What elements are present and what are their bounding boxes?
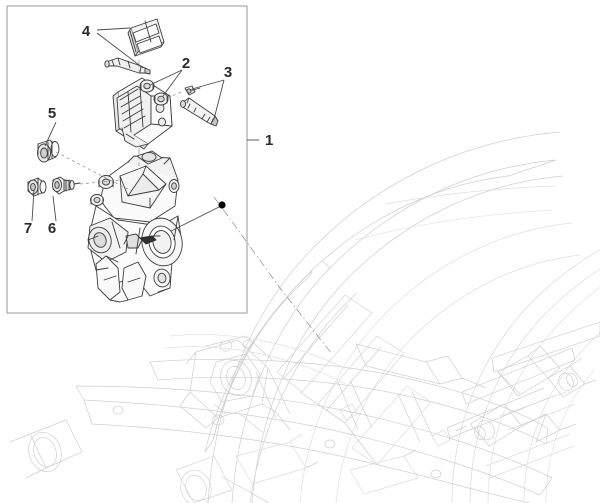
callout-label-1: 1 — [265, 132, 273, 149]
caliper-body-marker — [170, 201, 226, 232]
detail-box — [6, 5, 248, 314]
leader-7 — [31, 189, 35, 222]
callout-label-6: 6 — [48, 220, 56, 237]
part-pad-carrier-bracket — [112, 77, 173, 150]
leader-2b — [162, 69, 183, 97]
assembly-projection-guide — [213, 196, 333, 355]
leader-2a — [149, 69, 183, 86]
callout-label-7: 7 — [24, 220, 32, 237]
part-caliper-body — [87, 150, 183, 303]
leader-3a — [191, 79, 225, 90]
part-slide-bushing — [37, 139, 60, 163]
part-brake-pad-set — [127, 18, 165, 57]
nipple-to-caliper-guide — [79, 179, 121, 185]
part-slide-pin-clip — [184, 85, 201, 96]
exploded-assembly-group — [27, 18, 219, 303]
callout-label-5: 5 — [48, 105, 56, 122]
leader-4a — [96, 27, 131, 31]
part-pad-retaining-pin — [104, 57, 151, 75]
callout-label-3: 3 — [224, 64, 232, 81]
part-bleed-nipple-cap — [27, 177, 47, 197]
part-bleed-nipple — [51, 176, 81, 195]
pin-to-carrier-guide — [162, 91, 182, 102]
callout-label-4: 4 — [82, 23, 91, 40]
part-slide-pin — [179, 97, 219, 127]
background-motorcycle-linework — [9, 131, 600, 503]
leader-4b — [96, 32, 144, 69]
marker-leader-line — [170, 206, 220, 232]
leader-3b — [213, 79, 225, 120]
callout-label-2: 2 — [182, 55, 190, 72]
leader-6 — [52, 195, 57, 222]
callout-leader-lines — [31, 27, 259, 222]
leader-5 — [44, 121, 57, 147]
alignment-guides — [55, 60, 333, 355]
marker-dot — [218, 201, 226, 209]
callout-labels: 1 2 3 4 5 6 7 — [24, 23, 274, 237]
